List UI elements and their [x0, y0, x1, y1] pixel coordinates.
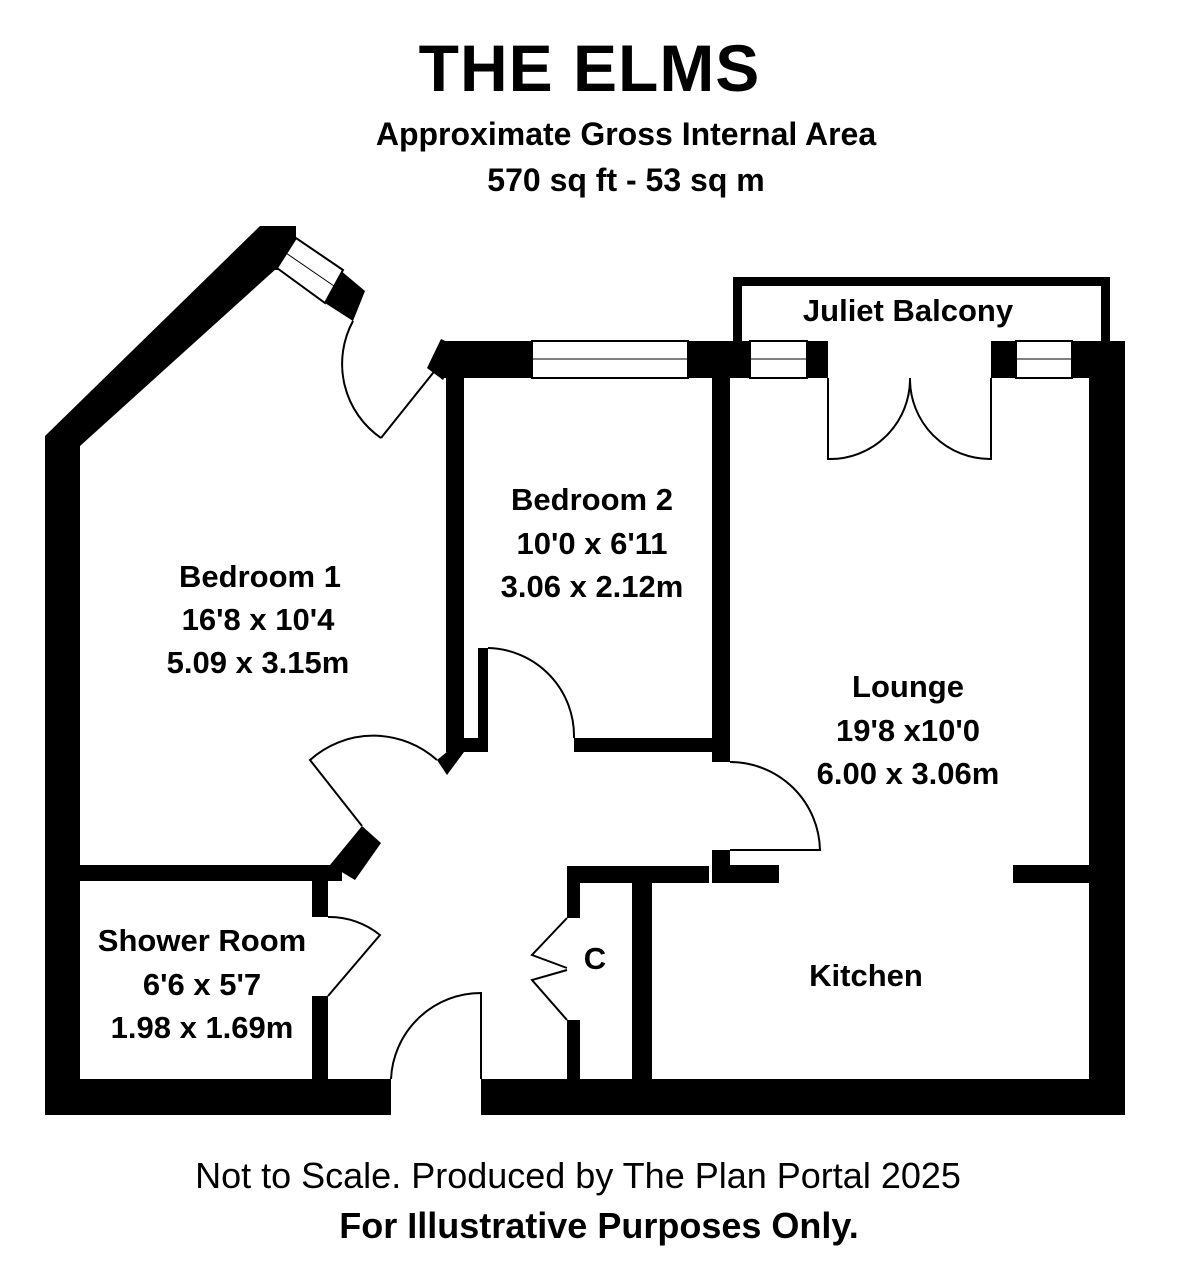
door-shower [327, 915, 382, 997]
wall-cupboard-left-bottom [567, 1020, 580, 1079]
door-lounge [729, 761, 822, 851]
door-front [390, 991, 482, 1080]
kitchen-name: Kitchen [809, 958, 923, 993]
shower-name: Shower Room [98, 923, 306, 958]
wall-lounge-top-mid-right [991, 341, 1016, 378]
door-bed2-arc [487, 647, 576, 739]
lounge-metric: 6.00 x 3.06m [817, 756, 1000, 791]
lounge-imperial: 19'8 x10'0 [836, 713, 980, 748]
wall-bed2-lounge [712, 370, 730, 762]
door-cupboard-top [530, 917, 568, 969]
wall-left [45, 436, 80, 1115]
bedroom1-name: Bedroom 1 [179, 559, 341, 594]
walls [45, 226, 1125, 1115]
illustrative-note: For Illustrative Purposes Only. [339, 1205, 859, 1246]
bedroom1-imperial: 16'8 x 10'4 [182, 602, 335, 637]
wall-right [1089, 341, 1125, 1115]
wall-bed2-door-jamb [478, 648, 488, 752]
windows [275, 236, 1073, 379]
wall-lounge-top-left [730, 341, 750, 378]
wall-diagonal [45, 226, 277, 446]
balcony-left [733, 277, 742, 343]
door-juliet-right [908, 377, 992, 461]
plan-title: THE ELMS [418, 31, 761, 105]
cupboard-name: C [584, 941, 606, 976]
door-bed1-top-arc [341, 320, 382, 439]
wall-shower-right-top [312, 881, 328, 917]
wall-hall-diagonal-top [437, 738, 464, 775]
wall-lounge-kitchen-right [1013, 865, 1089, 883]
balcony-name: Juliet Balcony [803, 293, 1014, 328]
doors [308, 320, 992, 1080]
door-juliet-left [827, 377, 912, 461]
area-value: 570 sq ft - 53 sq m [487, 162, 765, 198]
wall-lounge-top-mid-left [807, 341, 828, 378]
wall-bottom-left [45, 1079, 391, 1115]
window-bedroom1 [275, 236, 345, 305]
door-cupboard-bottom [530, 969, 568, 1021]
wall-cupboard-right [632, 866, 652, 1079]
wall-bed1-bed2 [446, 370, 464, 752]
wall-bed1-shower [80, 865, 342, 881]
lounge-name: Lounge [852, 669, 964, 704]
wall-lounge-door-jamb [712, 850, 730, 883]
bedroom1-metric: 5.09 x 3.15m [167, 645, 350, 680]
wall-hall-diagonal-bottom [330, 826, 381, 880]
wall-shower-right-bottom [312, 996, 328, 1079]
balcony-right [1101, 277, 1110, 343]
wall-lounge-kitchen-left [730, 865, 779, 883]
area-label: Approximate Gross Internal Area [375, 116, 877, 152]
wall-cupboard-left-top [567, 866, 580, 918]
disclaimer: Not to Scale. Produced by The Plan Porta… [195, 1155, 961, 1196]
wall-bottom-right [481, 1079, 1125, 1115]
room-labels: Bedroom 1 16'8 x 10'4 5.09 x 3.15m Bedro… [98, 293, 1014, 1045]
balcony-top [733, 277, 1110, 286]
door-bed1-hall [308, 734, 438, 827]
door-bed1-top-leaf [380, 367, 438, 439]
bedroom2-metric: 3.06 x 2.12m [501, 569, 684, 604]
shower-metric: 1.98 x 1.69m [111, 1010, 294, 1045]
bedroom2-name: Bedroom 2 [511, 482, 673, 517]
shower-imperial: 6'6 x 5'7 [143, 967, 261, 1002]
wall-bed2-bottom-right [574, 738, 730, 752]
bedroom2-imperial: 10'0 x 6'11 [517, 526, 668, 561]
